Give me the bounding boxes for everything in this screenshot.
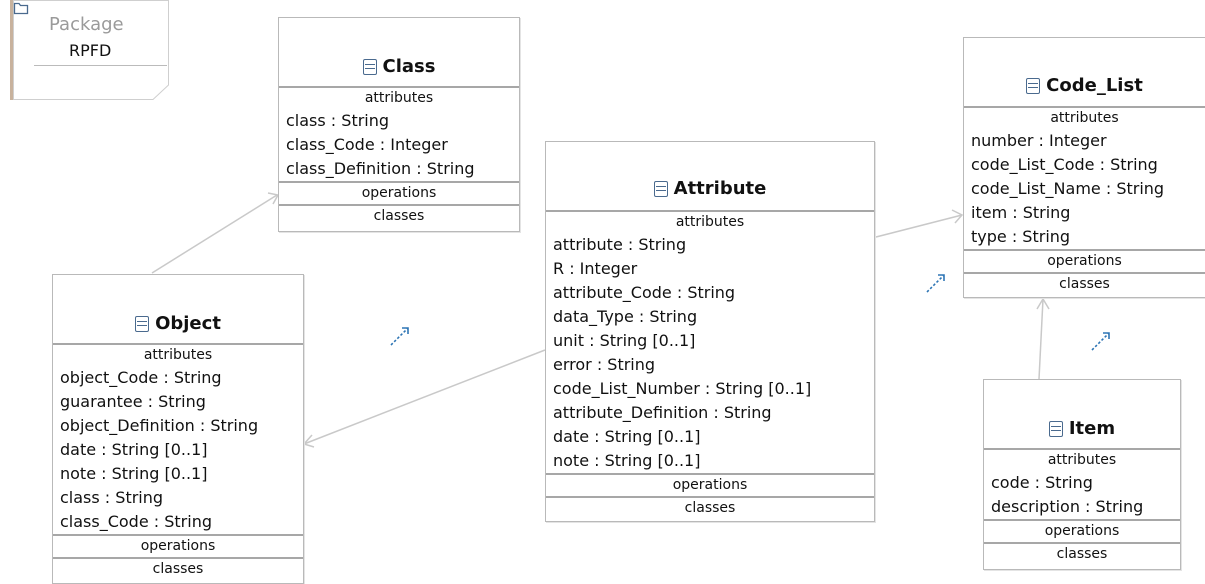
classes-label: classes [1056, 546, 1108, 562]
attribute-row: note : String [0..1] [553, 451, 701, 470]
class-icon [653, 180, 668, 197]
attribute-row: R : Integer [553, 259, 638, 278]
operations-label: operations [1047, 253, 1122, 269]
class-box-attribute[interactable]: Attribute attributes attribute : String … [545, 141, 875, 522]
class-box-class[interactable]: Class attributes class : String class_Co… [278, 17, 520, 232]
attributes-label: attributes [1050, 110, 1119, 126]
item-to-codelist-arrowhead [1036, 297, 1050, 310]
attribute-row: attribute_Definition : String [553, 403, 772, 422]
attribute-row: code_List_Name : String [971, 179, 1165, 198]
attributes-label: attributes [364, 90, 434, 106]
attribute-row: error : String [553, 355, 656, 374]
classes-compartment: classes [53, 557, 303, 580]
attribute-row: class : String [286, 111, 390, 130]
attribute-row: unit : String [0..1] [553, 331, 696, 350]
diagonal-arrow-icon [390, 327, 409, 346]
class-icon [362, 58, 377, 75]
classes-label: classes [684, 500, 736, 516]
attribute-row: class : String [60, 488, 164, 507]
diagonal-arrow-icon [926, 274, 945, 293]
attribute-row: data_Type : String [553, 307, 698, 326]
operations-compartment: operations [984, 519, 1180, 542]
class-box-code-list[interactable]: Code_List attributes number : Integer co… [963, 37, 1205, 298]
attributes-label: attributes [675, 214, 745, 230]
operations-label: operations [140, 538, 216, 554]
class-title: Object [135, 313, 221, 334]
operations-compartment: operations [53, 534, 303, 557]
object-to-class-connector[interactable] [151, 194, 278, 274]
operations-compartment: operations [279, 181, 519, 204]
operations-label: operations [1044, 523, 1120, 539]
attribute-row: description : String [991, 497, 1144, 516]
class-icon [135, 315, 150, 332]
attribute-row: class_Code : Integer [286, 135, 448, 154]
operations-compartment: operations [964, 249, 1205, 272]
left-edge-marker [10, 0, 13, 100]
package-outline [13, 0, 169, 100]
class-icon [1048, 420, 1063, 437]
attribute-row: class_Code : String [60, 512, 212, 531]
attribute-row: code : String [991, 473, 1093, 492]
attribute-row: note : String [0..1] [60, 464, 208, 483]
class-title: Attribute [653, 178, 766, 199]
attribute-row: code_List_Number : String [0..1] [553, 379, 812, 398]
classes-label: classes [1059, 276, 1110, 292]
attribute-to-codelist-arrowhead [951, 209, 964, 224]
attribute-row: object_Code : String [60, 368, 222, 387]
attribute-row: number : Integer [971, 131, 1107, 150]
attributes-compartment: attributes object_Code : String guarante… [53, 343, 303, 534]
attributes-label: attributes [1047, 452, 1117, 468]
attribute-to-object-connector[interactable] [303, 349, 546, 445]
attribute-row: code_List_Code : String [971, 155, 1158, 174]
attributes-compartment: attributes number : Integer code_List_Co… [964, 106, 1205, 249]
item-to-codelist-connector[interactable] [1038, 298, 1044, 380]
package-frame[interactable]: Package RPFD [13, 0, 169, 100]
attribute-to-codelist-connector[interactable] [875, 214, 963, 238]
package-name[interactable]: RPFD [69, 41, 112, 60]
class-box-item[interactable]: Item attributes code : String descriptio… [983, 379, 1181, 570]
classes-compartment: classes [984, 542, 1180, 565]
diagonal-arrow-icon [1091, 332, 1110, 351]
attribute-row: object_Definition : String [60, 416, 259, 435]
class-title: Item [1048, 418, 1115, 439]
attribute-row: item : String [971, 203, 1071, 222]
object-to-class-arrowhead [267, 192, 280, 205]
attribute-row: attribute : String [553, 235, 687, 254]
attribute-row: class_Definition : String [286, 159, 475, 178]
class-icon [1026, 77, 1041, 94]
operations-label: operations [361, 185, 437, 201]
attribute-row: type : String [971, 227, 1071, 246]
classes-label: classes [152, 561, 204, 577]
attribute-to-object-arrowhead [302, 434, 315, 448]
classes-compartment: classes [546, 496, 874, 519]
attribute-row: guarantee : String [60, 392, 206, 411]
package-kind-label: Package [49, 14, 124, 35]
attribute-row: date : String [0..1] [60, 440, 208, 459]
class-title: Code_List [1026, 75, 1143, 96]
attributes-compartment: attributes code : String description : S… [984, 448, 1180, 519]
attribute-row: date : String [0..1] [553, 427, 701, 446]
class-title: Class [362, 56, 435, 77]
folder-icon [13, 2, 29, 15]
attributes-compartment: attributes attribute : String R : Intege… [546, 210, 874, 473]
class-box-object[interactable]: Object attributes object_Code : String g… [52, 274, 304, 584]
package-divider [34, 65, 167, 66]
attribute-row: attribute_Code : String [553, 283, 736, 302]
classes-label: classes [373, 208, 425, 224]
attributes-label: attributes [143, 347, 213, 363]
classes-compartment: classes [279, 204, 519, 227]
operations-label: operations [672, 477, 748, 493]
classes-compartment: classes [964, 272, 1205, 295]
attributes-compartment: attributes class : String class_Code : I… [279, 86, 519, 181]
operations-compartment: operations [546, 473, 874, 496]
